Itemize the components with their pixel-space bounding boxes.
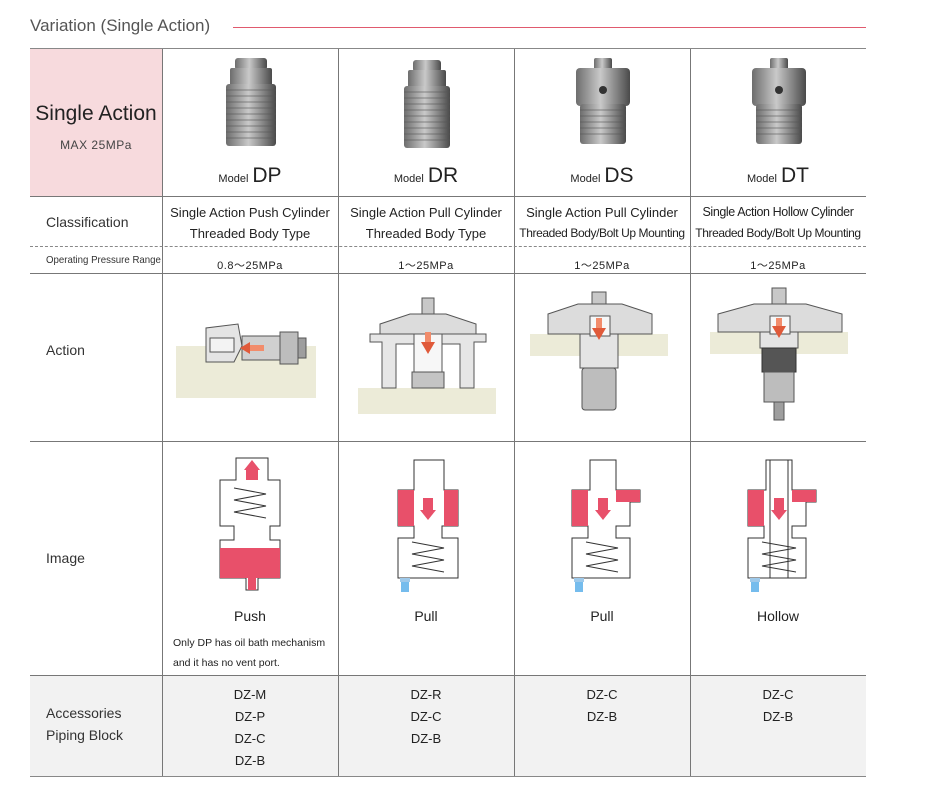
accessory-item: DZ-C — [234, 731, 266, 746]
dp-note-line: Only DP has oil bath mechanism — [173, 637, 326, 649]
accessory-item: DZ-C — [410, 709, 442, 724]
header-title: Single Action — [35, 102, 157, 125]
row-label-classification: Classification — [46, 214, 129, 230]
model-code: DS — [604, 164, 634, 187]
product-photo-dr — [404, 60, 450, 148]
product-photo-ds — [576, 58, 630, 144]
accessory-item: DZ-R — [410, 687, 442, 702]
image-label-dr: Pull — [414, 608, 438, 624]
product-photo-dp — [226, 58, 276, 146]
model-code: DT — [780, 164, 809, 187]
model-word: Model — [747, 173, 777, 185]
dp-note: Only DP has oil bath mechanism and it has… — [173, 633, 325, 673]
classification-line: Single Action Pull Cylinder — [350, 205, 502, 220]
title-rule — [233, 27, 866, 28]
pressure-dt: 1～25MPa — [750, 260, 806, 272]
classification-line: Threaded Body Type — [365, 226, 487, 241]
accessory-item: DZ-M — [233, 687, 267, 702]
divider — [690, 48, 691, 777]
classification-line: Single Action Push Cylinder — [170, 205, 330, 220]
accessory-item: DZ-C — [762, 687, 794, 702]
pressure-ds: 1～25MPa — [574, 260, 630, 272]
divider — [30, 776, 866, 777]
accessory-item: DZ-B — [586, 709, 618, 724]
accessory-item: DZ-C — [586, 687, 618, 702]
divider — [338, 48, 339, 777]
image-label-dp: Push — [234, 608, 266, 624]
accessory-item: DZ-P — [234, 709, 266, 724]
action-illustration-dt — [710, 287, 848, 421]
schematic-pull-ds — [571, 459, 641, 592]
accessories-dr: DZ-R DZ-C DZ-B — [338, 684, 514, 750]
model-code: DP — [252, 164, 282, 187]
divider — [30, 441, 866, 442]
divider — [30, 48, 866, 49]
classification-line: Single Action Pull Cylinder — [526, 205, 678, 220]
accessories-dt: DZ-C DZ-B — [690, 684, 866, 728]
row-label-piping-block: Piping Block — [46, 727, 124, 743]
divider — [514, 48, 515, 777]
dp-note-line: and it has no vent port. — [173, 657, 280, 669]
schematic-push-dp — [219, 457, 281, 591]
action-illustration-ds — [530, 291, 668, 411]
classification-line: Threaded Body/Bolt Up Mounting — [519, 226, 685, 240]
image-label-ds: Pull — [590, 608, 614, 624]
image-label-dt: Hollow — [756, 608, 799, 624]
pressure-dp: 0.8～25MPa — [217, 260, 283, 272]
model-word: Model — [570, 173, 601, 185]
action-illustration-dr — [358, 297, 496, 414]
divider — [30, 273, 866, 274]
accessories-band — [30, 675, 866, 777]
accessory-item: DZ-B — [234, 753, 266, 768]
accessories-dp: DZ-M DZ-P DZ-C DZ-B — [162, 684, 338, 772]
divider — [30, 246, 866, 247]
variation-table: Single Action MAX 25MPa Classification O… — [30, 48, 866, 777]
divider — [30, 196, 866, 197]
classification-line: Threaded Body/Bolt Up Mounting — [695, 226, 861, 240]
model-word: Model — [393, 173, 424, 185]
accessory-item: DZ-B — [762, 709, 794, 724]
pressure-dr: 1～25MPa — [398, 260, 454, 272]
accessory-item: DZ-B — [410, 731, 442, 746]
schematic-hollow-dt — [747, 459, 817, 592]
model-code: DR — [427, 164, 459, 187]
row-label-pressure: Operating Pressure Range — [46, 254, 161, 266]
divider — [162, 48, 163, 777]
header-subtitle: MAX 25MPa — [60, 138, 132, 152]
product-photo-dt — [752, 58, 806, 144]
header-cell: Single Action MAX 25MPa — [30, 48, 162, 196]
classification-line: Threaded Body Type — [189, 226, 311, 241]
row-label-action: Action — [46, 342, 85, 358]
schematic-pull-dr — [397, 459, 459, 592]
divider — [30, 675, 866, 676]
page-title: Variation (Single Action) — [30, 16, 211, 35]
action-illustration-dp — [176, 323, 316, 398]
classification-line: Single Action Hollow Cylinder — [702, 205, 854, 219]
model-word: Model — [218, 173, 249, 185]
row-label-image: Image — [46, 550, 85, 566]
row-label-accessories: Accessories — [46, 705, 122, 721]
accessories-ds: DZ-C DZ-B — [514, 684, 690, 728]
